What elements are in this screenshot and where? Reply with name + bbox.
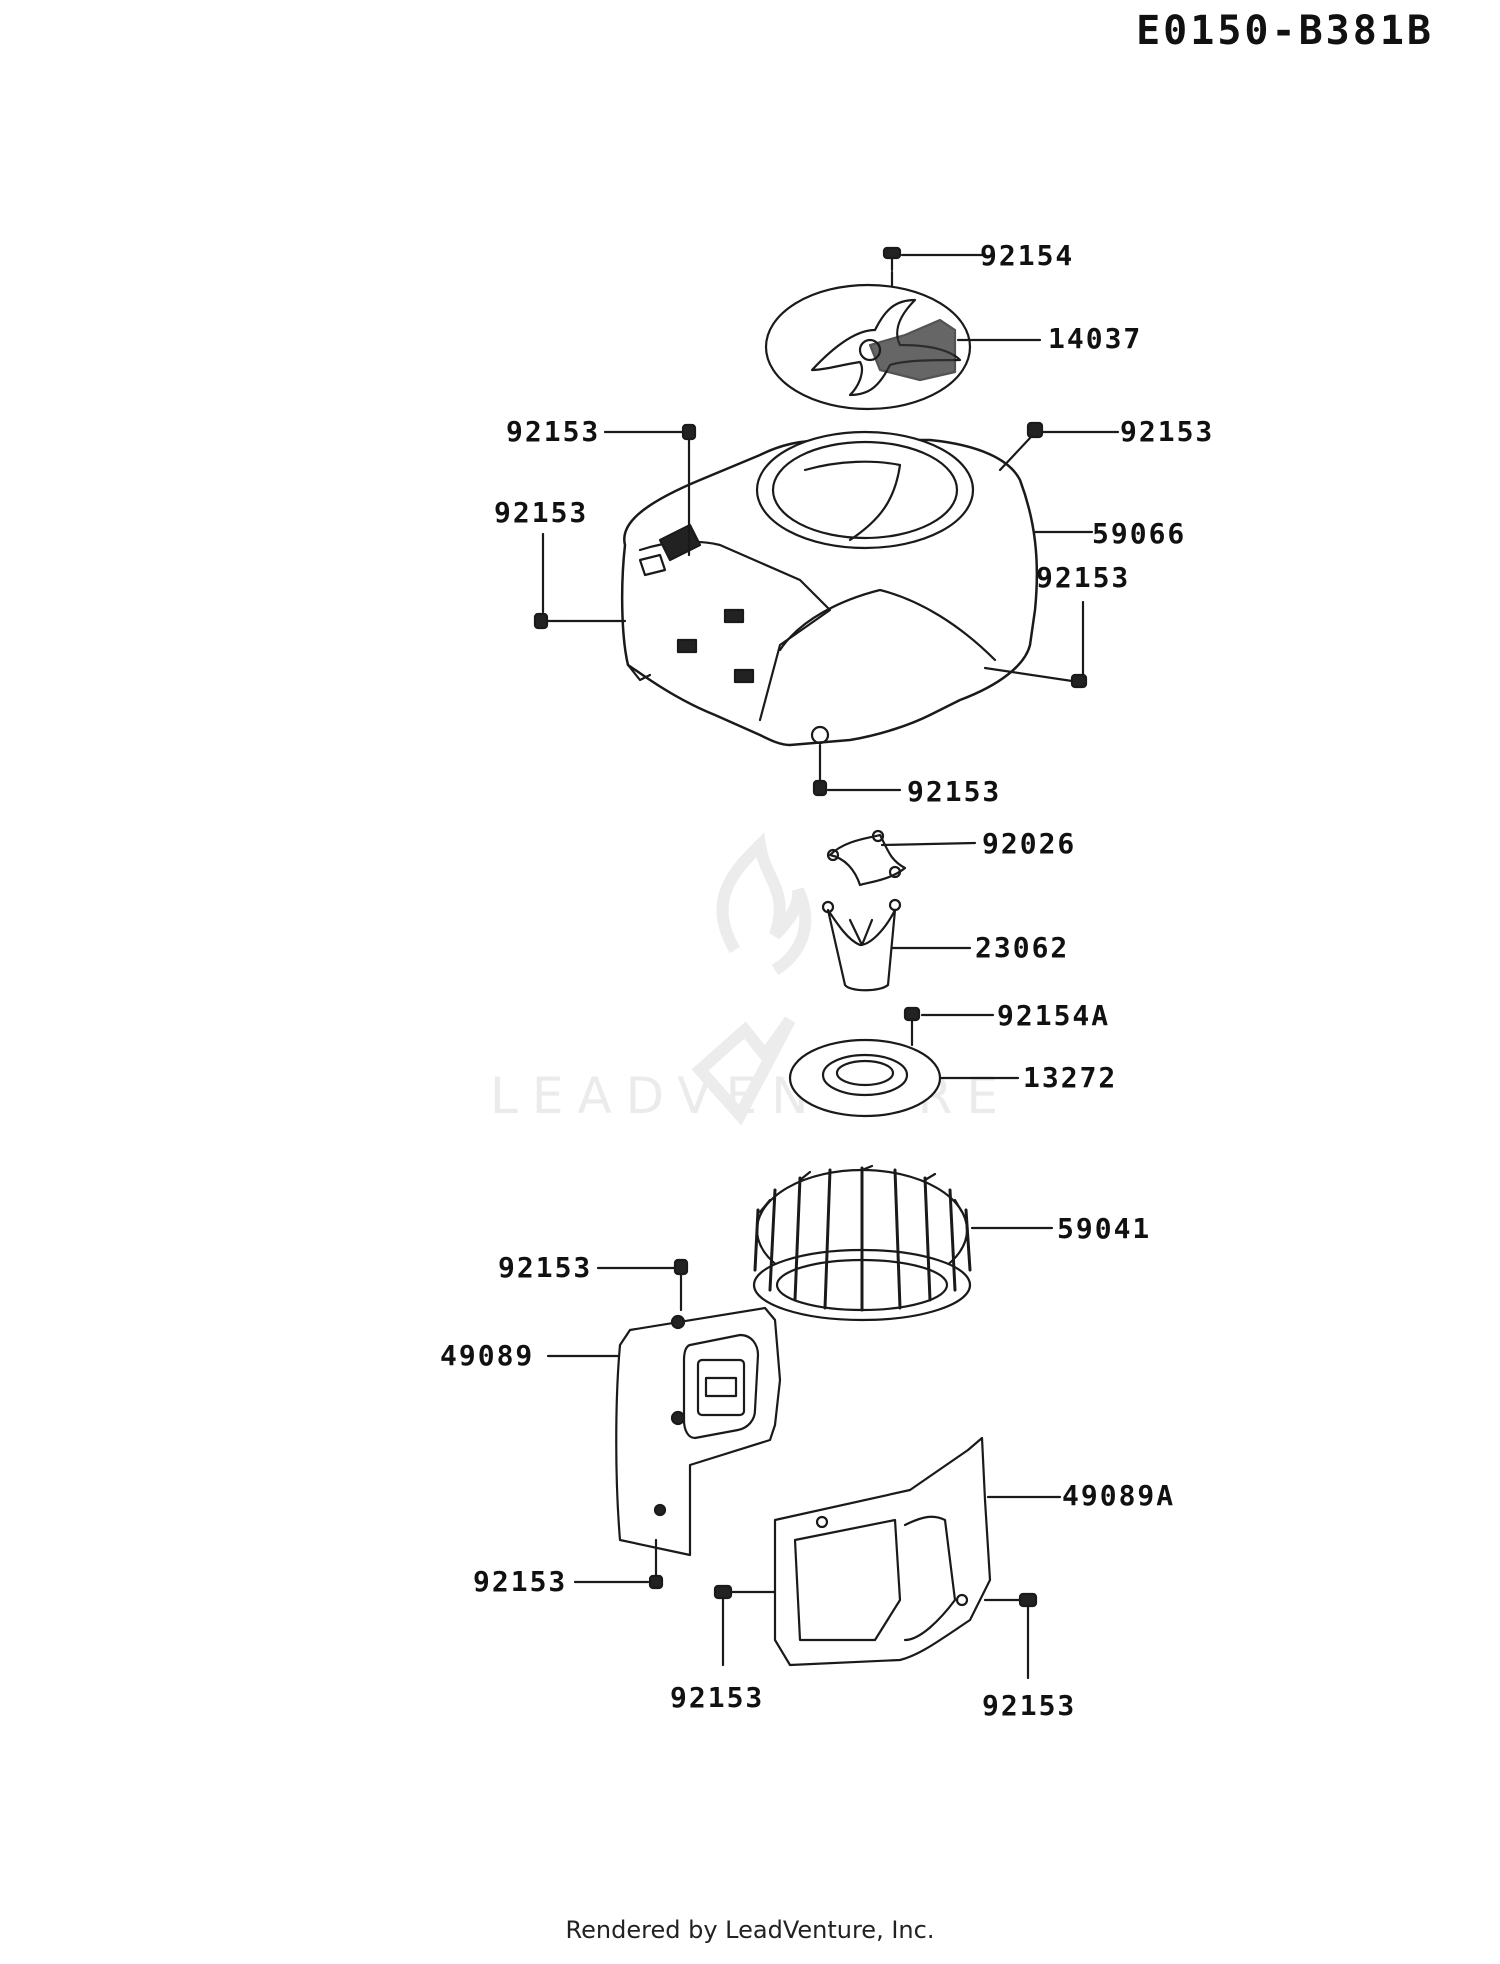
label-fan-plate: 13272 — [1023, 1061, 1118, 1094]
label-cup: 23062 — [975, 931, 1070, 964]
plate-icon — [826, 829, 907, 887]
watermark-logo — [691, 832, 812, 1126]
fan-icon — [752, 1164, 972, 1322]
label-plate: 92026 — [982, 827, 1077, 860]
screen-disc-icon — [764, 283, 972, 411]
screw-top-icon — [882, 246, 902, 272]
cup-icon — [821, 898, 902, 992]
label-bolt-housing-top-left: 92153 — [506, 415, 601, 448]
bolt-cover-bottom-icon — [648, 1538, 664, 1590]
bolt-cover-right-b-icon — [983, 1592, 1038, 1608]
label-screw-top: 92154 — [980, 239, 1075, 272]
footer-credit: Rendered by LeadVenture, Inc. — [565, 1916, 935, 1944]
label-bolt-cover-right-b: 92153 — [982, 1689, 1077, 1722]
fan-plate-icon — [788, 1038, 942, 1118]
label-bolt-cover-right-a: 92153 — [670, 1681, 765, 1714]
bolt-housing-top-right-icon — [1026, 421, 1044, 439]
label-bolt-housing-top-right: 92153 — [1120, 415, 1215, 448]
label-bolt-housing-bottom: 92153 — [907, 775, 1002, 808]
label-cover-right: 49089A — [1062, 1479, 1176, 1512]
screw-fan-icon — [903, 1006, 921, 1047]
cover-right-icon — [773, 1436, 992, 1667]
label-bolt-cover-bottom: 92153 — [473, 1565, 568, 1598]
housing-icon — [620, 430, 1039, 747]
diagram-code: E0150-B381B — [1136, 8, 1434, 54]
bolt-housing-top-left-icon — [681, 423, 697, 441]
bolt-cover-top-icon — [673, 1258, 689, 1312]
bolt-housing-left-icon — [533, 612, 562, 630]
label-screen: 14037 — [1048, 322, 1143, 355]
label-screw-fan: 92154A — [997, 999, 1111, 1032]
label-bolt-housing-left: 92153 — [494, 496, 589, 529]
bolt-cover-right-a-icon — [713, 1584, 777, 1600]
label-housing: 59066 — [1092, 517, 1187, 550]
label-bolt-cover-top: 92153 — [498, 1251, 593, 1284]
label-bolt-housing-right: 92153 — [1036, 561, 1131, 594]
cover-left-icon — [615, 1306, 782, 1557]
label-fan: 59041 — [1057, 1212, 1152, 1245]
bolt-housing-right-icon — [1070, 673, 1088, 689]
label-cover-left: 49089 — [440, 1339, 535, 1372]
bolt-housing-bottom-icon — [812, 779, 828, 797]
